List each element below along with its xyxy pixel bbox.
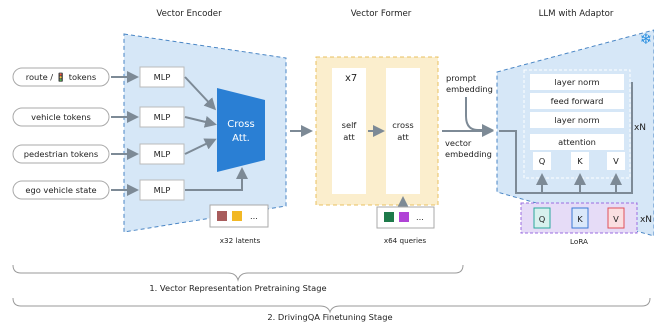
stage1-label: 1. Vector Representation Pretraining Sta… (149, 283, 326, 293)
input-pill-ego: ego vehicle state (12, 180, 110, 200)
prompt-embedding-line-2: embedding (446, 84, 493, 94)
svg-text:Cross: Cross (227, 119, 254, 130)
queries-box: ... (376, 206, 435, 229)
layer-norm-bottom: layer norm (530, 112, 624, 128)
vector-embedding-line-1: vector (445, 138, 472, 148)
v-box: V (607, 152, 625, 170)
snowflake-icon: ❄ (640, 30, 653, 48)
input-arrows (111, 71, 139, 196)
lora-region: Q K V (520, 202, 638, 234)
svg-text:K: K (577, 156, 583, 166)
former-header: Vector Former (351, 9, 412, 19)
svg-text:ego vehicle state: ego vehicle state (25, 185, 96, 195)
svg-text:V: V (613, 156, 619, 166)
mlp-arrows (184, 76, 248, 191)
svg-text:V: V (613, 214, 619, 224)
svg-text:attention: attention (558, 137, 596, 147)
lora-q-box (533, 207, 551, 229)
q-box: Q (533, 152, 551, 170)
input-pill-route: route / 🚦 tokens (12, 67, 110, 87)
prompt-embedding-arrow (465, 97, 494, 136)
latents-box: ... (209, 204, 269, 228)
prompt-embedding-line-1: prompt (446, 73, 477, 83)
latents-label: x32 latents (220, 236, 261, 245)
svg-text:feed forward: feed forward (551, 96, 604, 106)
self-att-line-1: self (342, 120, 358, 130)
llm-header: LLM with Adaptor (539, 9, 614, 19)
former-repeat-label: x7 (345, 73, 357, 84)
attention-layer: attention (530, 134, 624, 150)
query-swatch-2 (399, 212, 409, 222)
svg-text:MLP: MLP (154, 149, 171, 159)
input-pill-vehicle: vehicle tokens (12, 107, 110, 127)
mlp-box-1: MLP (139, 66, 185, 88)
lora-repeat-label: xN (640, 215, 652, 225)
latent-swatch-1 (217, 211, 227, 221)
cross-att-line-1: cross (392, 120, 414, 130)
svg-text:layer norm: layer norm (554, 115, 599, 125)
mlp-box-2: MLP (139, 106, 185, 128)
mlp-box-3: MLP (139, 143, 185, 165)
svg-text:MLP: MLP (154, 185, 171, 195)
svg-text:...: ... (250, 211, 258, 221)
vector-embedding-line-2: embedding (445, 149, 492, 159)
svg-text:layer norm: layer norm (554, 77, 599, 87)
latent-swatch-2 (232, 211, 242, 221)
svg-text:vehicle tokens: vehicle tokens (31, 112, 91, 122)
feed-forward-layer: feed forward (530, 93, 624, 109)
lora-v-box (607, 207, 625, 229)
stage2-brace (12, 297, 651, 314)
stage2-label: 2. DrivingQA Finetuning Stage (267, 312, 392, 322)
svg-text:route / 🚦 tokens: route / 🚦 tokens (26, 72, 96, 82)
cross-att-line-2: att (397, 132, 409, 142)
svg-text:MLP: MLP (154, 112, 171, 122)
self-att-line-2: att (343, 132, 355, 142)
encoder-header: Vector Encoder (156, 9, 222, 19)
query-swatch-1 (384, 212, 394, 222)
lora-label: LoRA (570, 237, 588, 246)
layer-norm-top: layer norm (530, 74, 624, 90)
svg-text:Q: Q (539, 156, 546, 166)
stage1-brace (12, 264, 464, 282)
k-box: K (571, 152, 589, 170)
svg-text:MLP: MLP (154, 72, 171, 82)
llm-feedback-arrows (499, 82, 633, 194)
svg-text:pedestrian tokens: pedestrian tokens (24, 149, 99, 159)
svg-text:Q: Q (539, 214, 546, 224)
lora-k-box (571, 207, 589, 229)
mlp-box-4: MLP (139, 179, 185, 201)
llm-repeat-label: xN (634, 123, 646, 133)
input-pill-pedestrian: pedestrian tokens (12, 144, 110, 164)
cross-att-block: Cross Att. (217, 88, 265, 172)
svg-text:...: ... (416, 212, 424, 222)
queries-label: x64 queries (384, 236, 427, 245)
svg-text:Att.: Att. (232, 133, 250, 144)
svg-text:K: K (577, 214, 583, 224)
